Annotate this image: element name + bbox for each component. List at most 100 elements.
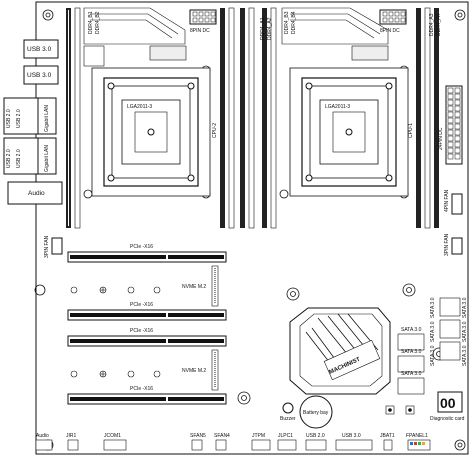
usb20-header: [305, 439, 327, 451]
24pin-dc-connector: 24PIN DC: [438, 85, 463, 165]
nvme-m2-slot-2: NVME M.2: [182, 349, 219, 391]
jlpc1-label: JLPC1: [278, 433, 293, 439]
nvme-m2-slot-1-label: NVME M.2: [182, 284, 206, 290]
cpu-socket-right: [289, 67, 409, 197]
jcom1-label: JCOM1: [104, 433, 121, 439]
sata-edge-col1-2: SATA 3.0: [430, 321, 436, 342]
24pin-dc-label: 24PIN DC: [438, 127, 444, 150]
sata-edge-col1-1: SATA 3.0: [430, 297, 436, 318]
usb30-port-1-label: USB 3.0: [27, 46, 52, 53]
pcie-slot-2-label: PCIe -X16: [130, 302, 153, 308]
sata-edge-col2-2: SATA 3.0: [462, 321, 468, 342]
nvme-m2-slot-1: NVME M.2: [182, 265, 219, 307]
usb20-a2-label: USB 2.0: [16, 109, 22, 128]
lan-usb-stack-2: [3, 137, 57, 175]
3pin-fan-left: 3PIN FAN: [44, 235, 63, 258]
usb30-header-label: USB 3.0: [342, 433, 361, 439]
jir1-label: JIR1: [66, 433, 77, 439]
ddr4-b3-label: DDR4_B3: [284, 11, 290, 34]
ddr4-a2-label: DDR4_A2: [267, 17, 273, 40]
cpu2-label: CPU-2: [212, 123, 218, 138]
usb20-header-label: USB 2.0: [306, 433, 325, 439]
sata-mid-label-3: SATA 3.0: [401, 371, 422, 377]
audio-port: [7, 181, 63, 205]
diagnostic-code: 00: [440, 395, 456, 411]
nvme-m2-slot-2-label: NVME M.2: [182, 368, 206, 374]
4pin-fan-right: 4PIN FAN: [444, 189, 463, 215]
jlpc1-header: [277, 439, 297, 451]
usb30-port-2-label: USB 3.0: [27, 72, 52, 79]
vrm-heatsink-left: [83, 7, 187, 67]
jbat1-label: JBAT1: [380, 433, 395, 439]
jtpm-header: [251, 439, 271, 451]
usb30-header: [335, 439, 373, 451]
usb30-port-2: [23, 65, 59, 85]
sfan5-label: SFAN5: [190, 433, 206, 439]
cpu-socket-right-label: LGA2011-3: [325, 104, 350, 110]
ddr4-b4-label: DDR4_B4: [291, 11, 297, 34]
rear-io: USB 3.0 USB 3.0 USB 2.0 USB 2.0 Gigabit …: [3, 39, 63, 205]
chipset-heatsink: [289, 307, 391, 395]
pcie-slot-1-label: PCIe -X16: [130, 244, 153, 250]
8pin-dc-right-label: 8PIN DC: [380, 28, 400, 34]
pcie-slot-3: PCIe -X16: [67, 328, 227, 347]
4pin-fan-right-label: 4PIN FAN: [444, 189, 450, 212]
sata-ports-edge: [439, 297, 461, 361]
cpu-socket-left-label: LGA2011-3: [127, 104, 152, 110]
lan-usb-stack-1: [3, 97, 57, 135]
audio-header: [35, 439, 53, 451]
sata-mid-label-2: SATA 3.0: [401, 349, 422, 355]
usb20-b1-label: USB 2.0: [6, 149, 12, 168]
pcie-slot-2: PCIe -X16: [67, 302, 227, 321]
gigabit-lan-1-label: Gigabit LAN: [44, 105, 50, 132]
pcie-slot-1: PCIe -X16: [67, 244, 227, 263]
ddr4-b1-label: DDR4_B1: [88, 11, 94, 34]
ddr4-b2-label: DDR4_B2: [95, 11, 101, 34]
cpu-socket-left: [91, 67, 211, 197]
pcie-slot-3-label: PCIe -X16: [130, 328, 153, 334]
sata-mid-label-1: SATA 3.0: [401, 327, 422, 333]
ddr4-a4-label: DDR4_A4: [436, 13, 442, 36]
audio-port-label: Audio: [28, 190, 45, 197]
fpanel1-label: FPANEL1: [406, 433, 428, 439]
fpanel-color-pins: [410, 442, 425, 445]
vrm-heatsink-right: [281, 7, 389, 61]
8pin-dc-left-label: 8PIN DC: [190, 28, 210, 34]
sfan4-label: SFAN4: [214, 433, 230, 439]
jir1-header: [67, 439, 79, 451]
sfan5-header: [191, 439, 203, 451]
gigabit-lan-2-label: Gigabit LAN: [44, 145, 50, 172]
jbat1-header: [383, 439, 393, 451]
usb20-a1-label: USB 2.0: [6, 109, 12, 128]
audio-header-label: Audio: [36, 433, 49, 439]
battery-bay-label: Battery bay: [303, 410, 329, 416]
8pin-dc-left: 8PIN DC: [189, 9, 217, 34]
diagnostic-card-label: Diagnostic card: [430, 416, 465, 422]
sata-edge-col1-3: SATA 3.0: [430, 345, 436, 366]
battery-bay: Battery bay Buzzer: [280, 395, 333, 429]
3pin-fan-right: 3PIN FAN: [444, 233, 463, 256]
jcom1-header: [103, 439, 127, 451]
dimm-slots-cpu2-right: [220, 7, 255, 229]
3pin-fan-right-label: 3PIN FAN: [444, 233, 450, 256]
ddr4-a3-label: DDR4_A3: [429, 13, 435, 36]
pcie-slot-4: PCIe -X16: [67, 386, 227, 405]
3pin-fan-left-label: 3PIN FAN: [44, 235, 50, 258]
8pin-dc-right: 8PIN DC: [379, 9, 407, 34]
sfan4-header: [215, 439, 227, 451]
dimm-slots-cpu1-left: [262, 7, 277, 229]
m2-standoffs: [70, 286, 161, 378]
dimm-slots-cpu2-left: [66, 7, 81, 229]
cpu1-label: CPU-1: [408, 123, 414, 138]
jtpm-label: JTPM: [252, 433, 265, 439]
sata-edge-col2-3: SATA 3.0: [462, 345, 468, 366]
sata-edge-col2-1: SATA 3.0: [462, 297, 468, 318]
diagnostic-card: 00 Diagnostic card: [430, 391, 465, 422]
sata-ports-middle: [397, 333, 425, 395]
ddr4-a1-label: DDR4_A1: [260, 17, 266, 40]
small-buttons: [385, 405, 415, 415]
usb20-b2-label: USB 2.0: [16, 149, 22, 168]
usb30-port-1: [23, 39, 59, 59]
dimm-slots-cpu1-right: [416, 7, 439, 229]
